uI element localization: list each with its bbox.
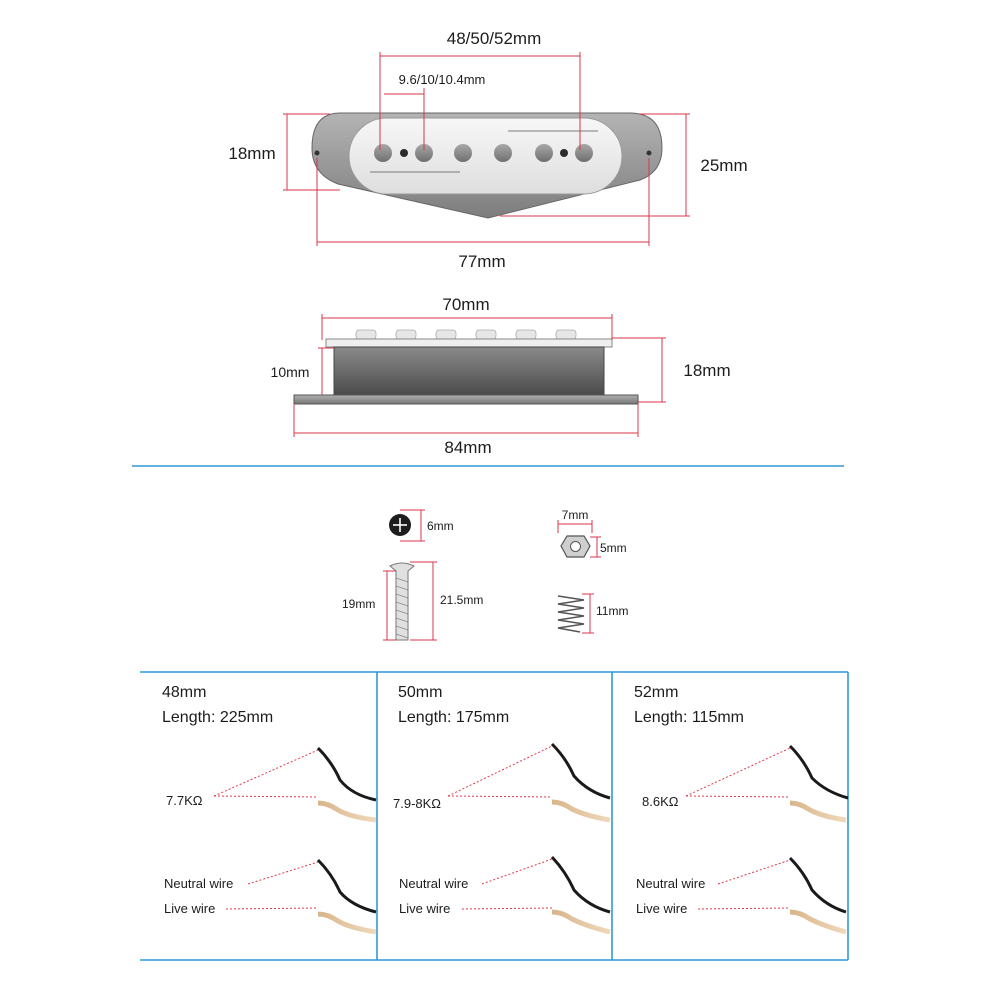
- live-wire-label: Live wire: [399, 901, 450, 916]
- base-length-label: 84mm: [444, 438, 491, 457]
- panel-title: 50mm: [398, 684, 442, 701]
- resistance-label: 7.7KΩ: [166, 793, 203, 808]
- pole-piece: [535, 144, 553, 162]
- side-view: 70mm 10mm 18mm 84mm: [271, 295, 731, 457]
- screw-thread-label: 19mm: [342, 597, 375, 611]
- width-left-label: 18mm: [228, 144, 275, 163]
- top-view: 48/50/52mm 9.6/10/10.4mm 18mm 25mm 77mm: [228, 29, 747, 271]
- mount-hole-right: [646, 150, 652, 156]
- neutral-wire-black: [788, 744, 849, 800]
- neutral-wire-black: [316, 746, 377, 802]
- screw-head-label: 6mm: [427, 519, 454, 533]
- pole-piece: [494, 144, 512, 162]
- live-wire-copper: [317, 911, 377, 935]
- live-wire-copper: [551, 909, 611, 935]
- length-label: 77mm: [458, 252, 505, 271]
- spring-length-label: 11mm: [596, 604, 628, 618]
- pole-piece: [374, 144, 392, 162]
- neutral-wire-label: Neutral wire: [399, 876, 468, 891]
- width-right-label: 25mm: [700, 156, 747, 175]
- live-wire-copper: [317, 800, 377, 823]
- live-wire-label: Live wire: [636, 901, 687, 916]
- neutral-wire-black: [788, 856, 847, 914]
- top-length-label: 70mm: [442, 295, 489, 314]
- coil-body: [333, 346, 605, 396]
- pole-piece: [575, 144, 593, 162]
- pole-spacing-label: 48/50/52mm: [447, 29, 542, 48]
- wire-panel-48mm: 48mm Length: 225mm 7.7KΩ Neutral wire Li…: [162, 684, 377, 935]
- live-wire-copper: [789, 909, 847, 935]
- neutral-wire-black: [550, 855, 611, 914]
- panel-title: 48mm: [162, 684, 206, 701]
- pole-piece: [454, 144, 472, 162]
- panel-length: Length: 115mm: [634, 709, 744, 726]
- neutral-wire-black: [316, 858, 377, 914]
- panel-title: 52mm: [634, 684, 678, 701]
- panel-length: Length: 225mm: [162, 709, 273, 726]
- resistance-label: 8.6KΩ: [642, 794, 679, 809]
- total-height-label: 18mm: [683, 361, 730, 380]
- pole-pitch-label: 9.6/10/10.4mm: [399, 72, 486, 87]
- wire-panel-50mm: 50mm Length: 175mm 7.9-8KΩ Neutral wire …: [393, 684, 611, 935]
- neutral-wire-black: [550, 742, 611, 800]
- spring-icon: [557, 595, 585, 633]
- pole-piece: [415, 144, 433, 162]
- screw-total-label: 21.5mm: [440, 593, 483, 607]
- neutral-wire-label: Neutral wire: [636, 876, 705, 891]
- pickup-cover: [348, 117, 623, 195]
- resistance-label: 7.9-8KΩ: [393, 796, 441, 811]
- nut-width-label: 7mm: [562, 508, 589, 522]
- nut-height-label: 5mm: [600, 541, 627, 555]
- neutral-wire-label: Neutral wire: [164, 876, 233, 891]
- hardware: 6mm 19mm 21.5mm 7mm 5mm 11mm: [342, 508, 628, 641]
- bottom-plate: [293, 394, 639, 405]
- coil-screw: [560, 149, 568, 157]
- screw-icon: [389, 562, 415, 641]
- wire-panel-52mm: 52mm Length: 115mm 8.6KΩ Neutral wire Li…: [634, 684, 849, 935]
- live-wire-copper: [551, 799, 611, 823]
- panel-length: Length: 175mm: [398, 709, 509, 726]
- wire-panels: 48mm Length: 225mm 7.7KΩ Neutral wire Li…: [140, 671, 849, 961]
- pole-pieces: [374, 144, 593, 162]
- top-flatwork: [325, 338, 613, 348]
- body-height-label: 10mm: [271, 364, 310, 380]
- live-wire-copper: [789, 800, 847, 823]
- pole-tops: [355, 329, 577, 340]
- mount-hole-left: [314, 150, 320, 156]
- live-wire-label: Live wire: [164, 901, 215, 916]
- coil-screw: [400, 149, 408, 157]
